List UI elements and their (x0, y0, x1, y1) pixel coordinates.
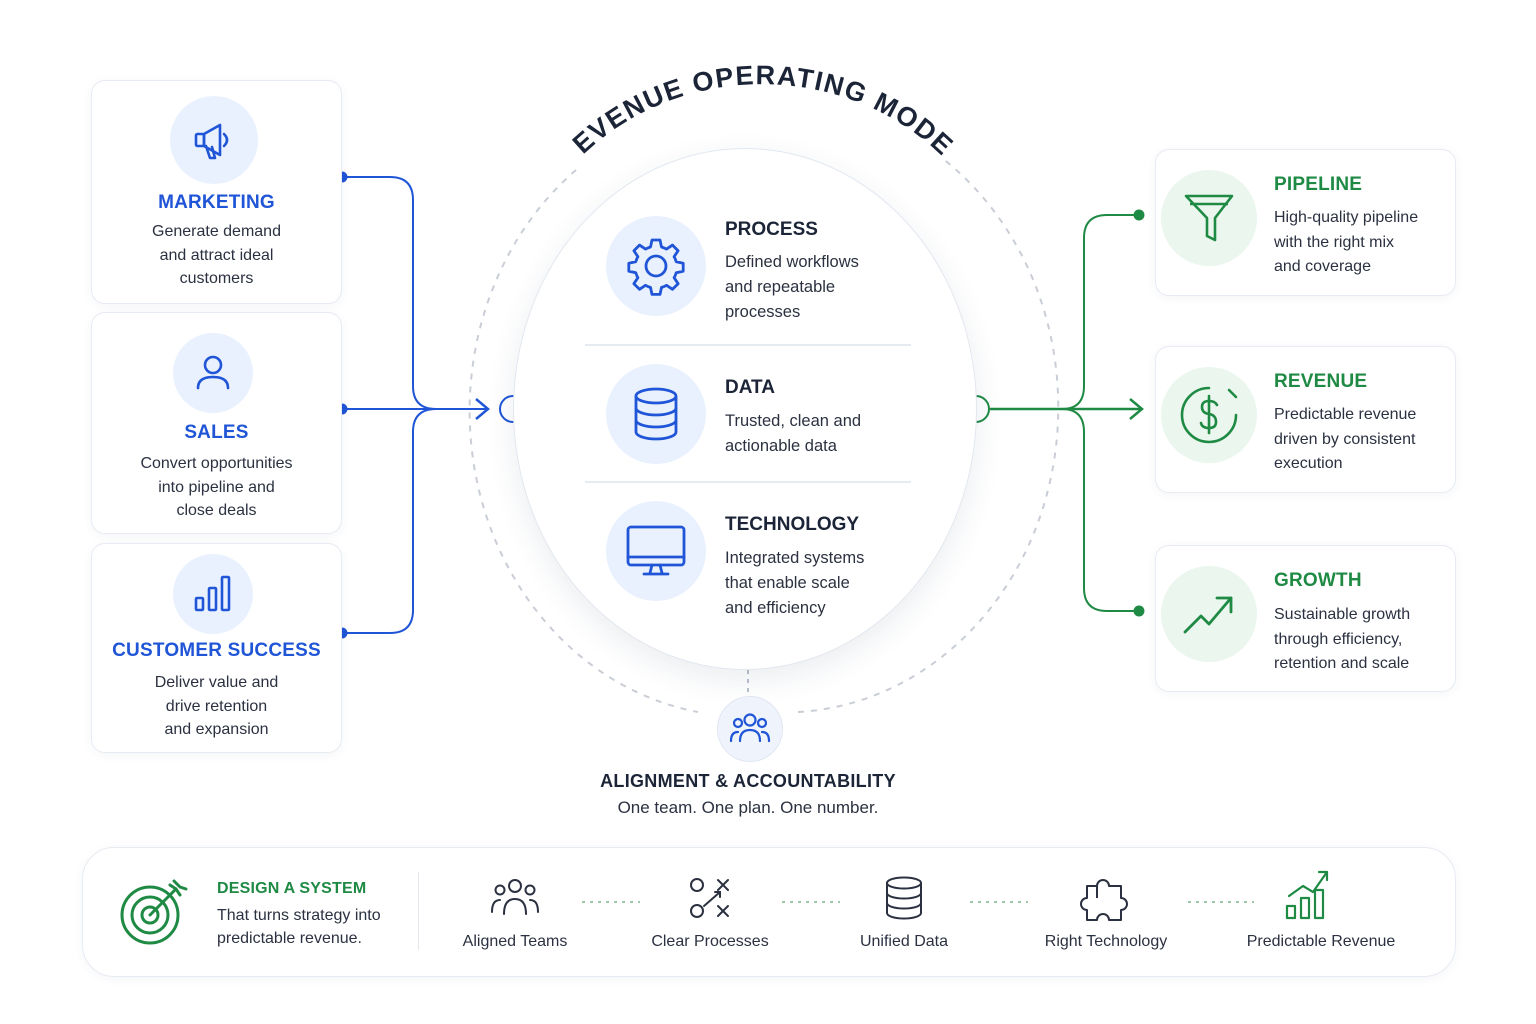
marketing-card: MARKETING Generate demand and attract id… (91, 80, 342, 304)
process-title: PROCESS (725, 219, 818, 240)
marketing-desc: Generate demand and attract ideal custom… (116, 220, 317, 291)
desc-line: Defined workflows (725, 253, 859, 271)
step-right-technology: Right Technology (1044, 933, 1168, 950)
desc-line: close deals (176, 502, 257, 519)
design-system-title: DESIGN A SYSTEM (217, 880, 367, 897)
revenue-desc: Predictable revenue driven by consistent… (1274, 403, 1446, 477)
dollar-icon (1161, 367, 1257, 463)
data-title: DATA (725, 377, 775, 398)
target-icon (118, 877, 188, 947)
technology-desc: Integrated systems that enable scale and… (725, 546, 925, 621)
growth-desc: Sustainable growth through efficiency, r… (1274, 603, 1446, 677)
pipeline-card: PIPELINE High-quality pipeline with the … (1155, 149, 1456, 296)
output-connectors (990, 214, 1144, 612)
desc-line: and coverage (1274, 258, 1371, 275)
step-unified-data: Unified Data (859, 933, 949, 950)
step-predictable-revenue: Predictable Revenue (1246, 933, 1396, 950)
step-clear-processes: Clear Processes (651, 933, 769, 950)
technology-title: TECHNOLOGY (725, 514, 860, 535)
pipeline-desc: High-quality pipeline with the right mix… (1274, 206, 1446, 280)
desc-line: into pipeline and (158, 478, 275, 496)
database-icon (606, 364, 706, 464)
design-system-desc: That turns strategy into predictable rev… (217, 904, 381, 950)
desc-line: Trusted, clean and (725, 412, 862, 430)
desc-line: That turns strategy into (217, 907, 381, 924)
desc-line: Predictable revenue (1274, 406, 1417, 423)
core-divider (585, 344, 911, 346)
sales-card: SALES Convert opportunities into pipelin… (91, 312, 342, 534)
data-desc: Trusted, clean and actionable data (725, 409, 925, 459)
alignment-title: ALIGNMENT & ACCOUNTABILITY (600, 771, 896, 791)
monitor-icon (606, 501, 706, 601)
desc-line: retention and scale (1274, 655, 1410, 672)
desc-line: execution (1274, 455, 1343, 472)
pipeline-dot (1133, 209, 1145, 221)
core-circle (513, 148, 977, 670)
revenue-card: REVENUE Predictable revenue driven by co… (1155, 346, 1456, 493)
desc-line: customers (179, 270, 254, 287)
desc-line: Sustainable growth (1274, 606, 1411, 623)
desc-line: predictable revenue. (217, 930, 362, 947)
bar-chart-icon (173, 554, 253, 634)
desc-line: processes (725, 303, 801, 321)
outer-dashed-ring-right (797, 157, 1060, 713)
bottom-divider (418, 872, 419, 950)
growth-title: GROWTH (1274, 570, 1362, 591)
growth-dot (1133, 605, 1145, 617)
desc-line: and expansion (164, 721, 269, 738)
team-icon (717, 696, 783, 762)
process-desc: Defined workflows and repeatable process… (725, 250, 925, 325)
step-aligned-teams: Aligned Teams (462, 933, 568, 950)
customer-success-title: CUSTOMER SUCCESS (112, 640, 321, 661)
person-icon (173, 333, 253, 413)
input-connectors (342, 176, 490, 634)
core-divider (585, 481, 911, 483)
desc-line: and repeatable (725, 278, 836, 296)
pipeline-title: PIPELINE (1274, 174, 1363, 195)
megaphone-icon (170, 96, 258, 184)
desc-line: that enable scale (725, 574, 850, 592)
desc-line: Generate demand (152, 223, 281, 240)
revenue-title: REVENUE (1274, 371, 1368, 392)
sales-desc: Convert opportunities into pipeline and … (106, 452, 327, 523)
desc-line: with the right mix (1274, 233, 1395, 251)
desc-line: Deliver value and (154, 674, 279, 691)
customer-success-desc: Deliver value and drive retention and ex… (116, 671, 317, 742)
desc-line: driven by consistent (1274, 430, 1416, 448)
sales-title: SALES (184, 422, 249, 443)
bottom-bar (82, 847, 1456, 977)
desc-line: High-quality pipeline (1274, 209, 1419, 226)
desc-line: through efficiency, (1274, 630, 1403, 648)
trend-up-icon (1161, 566, 1257, 662)
gear-icon (606, 216, 706, 316)
alignment-subtitle: One team. One plan. One number. (617, 798, 879, 817)
desc-line: drive retention (165, 697, 268, 715)
desc-line: and attract ideal (159, 246, 274, 264)
desc-line: and efficiency (725, 599, 826, 617)
desc-line: Integrated systems (725, 549, 865, 567)
marketing-title: MARKETING (158, 192, 275, 213)
desc-line: Convert opportunities (140, 455, 293, 472)
funnel-icon (1161, 170, 1257, 266)
growth-card: GROWTH Sustainable growth through effici… (1155, 545, 1456, 692)
customer-success-card: CUSTOMER SUCCESS Deliver value and drive… (91, 543, 342, 753)
desc-line: actionable data (725, 437, 837, 455)
